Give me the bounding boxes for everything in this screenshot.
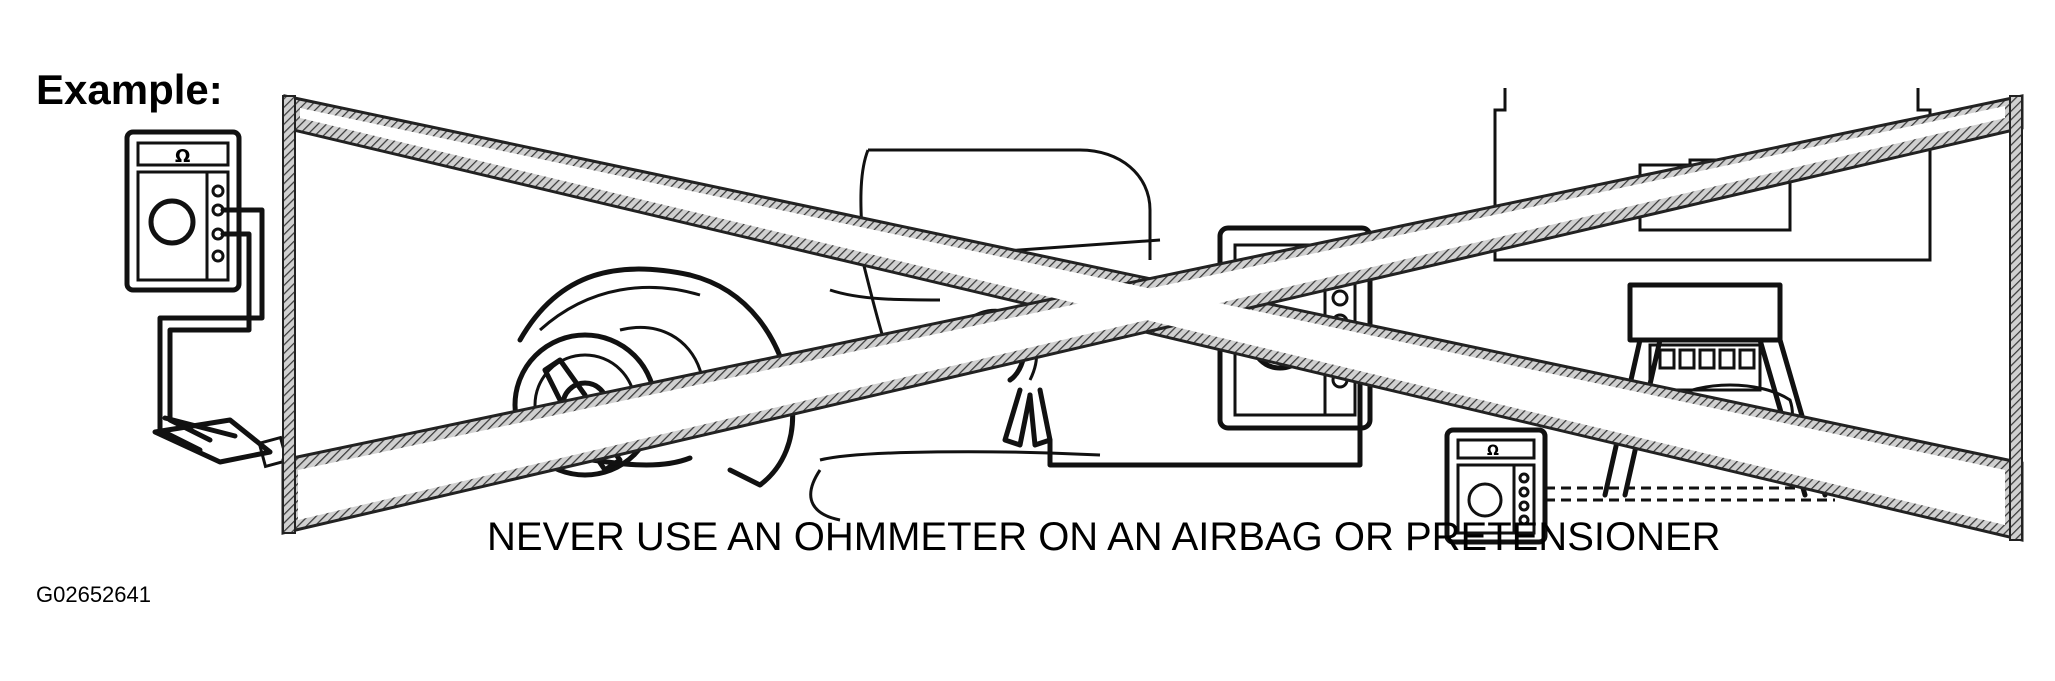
ohmmeter-right: Ω: [1444, 427, 1548, 545]
ohm-symbol-left: Ω: [175, 146, 190, 167]
ohmmeter-left: Ω: [124, 129, 289, 469]
warning-caption: NEVER USE AN OHMMETER ON AN AIRBAG OR PR…: [487, 515, 1721, 559]
figure-id: G02652641: [36, 582, 151, 607]
prohibited-cross-mark: [281, 94, 2024, 542]
ohm-symbol-right: Ω: [1487, 443, 1499, 459]
example-label: Example:: [36, 66, 223, 113]
